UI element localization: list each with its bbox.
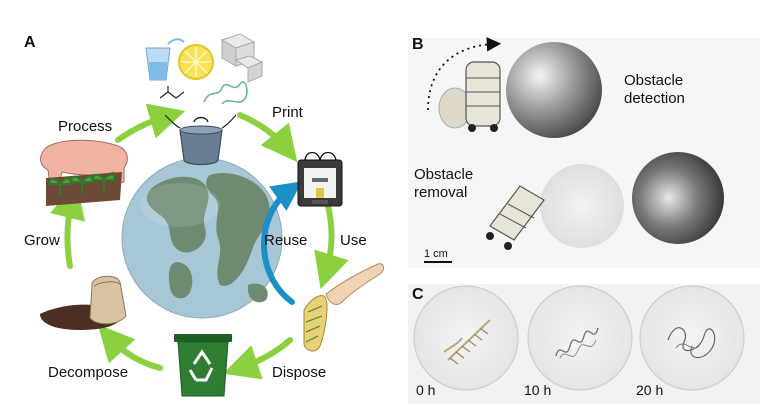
time-label-0h: 0 h: [416, 382, 436, 398]
displaced-sphere-ghost: [540, 164, 624, 248]
step-dispose: Dispose: [272, 364, 327, 381]
petri-dish-0h: [413, 285, 519, 391]
protein-strand-icon: [203, 81, 248, 105]
petri-dish-20h: [639, 285, 745, 391]
step-grow: Grow: [24, 232, 60, 249]
step-use: Use: [340, 232, 367, 249]
step-print: Print: [272, 104, 303, 121]
metal-sphere-detection: [506, 42, 602, 138]
time-label-10h: 10 h: [524, 382, 552, 398]
metal-sphere-removal: [632, 152, 724, 244]
sugar-cubes-icon: [220, 33, 264, 83]
globe-icon: [121, 157, 283, 319]
robot-gripper-bottom: [486, 185, 545, 250]
3d-printer-icon: [297, 151, 343, 207]
water-glass-icon: [145, 38, 185, 81]
step-reuse: Reuse: [264, 232, 308, 249]
label-detection-line-1: Obstacle: [624, 72, 684, 89]
glycerol-molecule-icon: [159, 86, 185, 99]
seedling-icons: [48, 173, 116, 196]
time-label-20h: 20 h: [636, 382, 664, 398]
label-obstacle-detection: Obstacle detection: [624, 72, 685, 108]
hand-with-gripper-icon: [303, 263, 385, 352]
label-removal-line-2: removal: [414, 184, 468, 201]
mixing-vessel-icon: [164, 114, 237, 166]
recycle-bin-icon: [174, 334, 232, 397]
reuse-arrow: [261, 181, 303, 305]
label-obstacle-removal: Obstacle removal: [414, 166, 473, 202]
petri-dish-10h: [527, 285, 633, 391]
panel-c-letter: C: [412, 286, 424, 303]
step-process: Process: [58, 118, 113, 135]
robot-gripper-top: [438, 61, 501, 132]
cycle-arrows: [50, 103, 349, 380]
rotation-arrow: [427, 37, 502, 111]
panel-a-letter: A: [24, 34, 36, 51]
lemon-slice-icon: [178, 44, 214, 80]
panel-b-letter: B: [412, 36, 424, 53]
scale-bar-label: 1 cm: [424, 248, 448, 260]
label-removal-line-1: Obstacle: [414, 166, 474, 183]
step-decompose: Decompose: [48, 364, 129, 381]
label-detection-line-2: detection: [624, 90, 685, 107]
pig-icon: [40, 139, 128, 206]
compost-sack-icon: [40, 275, 127, 330]
